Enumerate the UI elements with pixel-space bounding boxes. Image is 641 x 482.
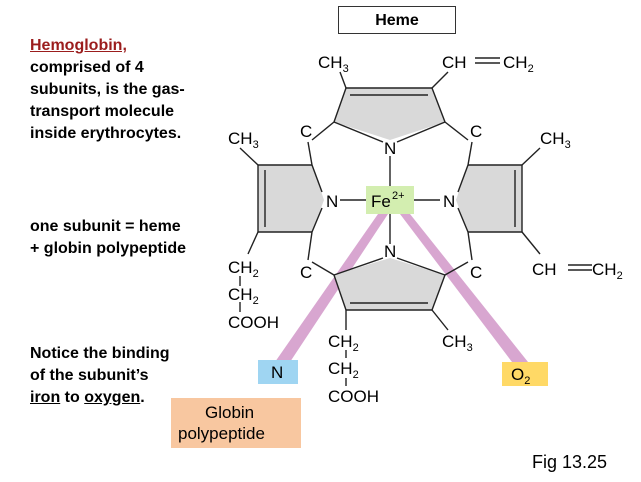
ch2-bottom-2: CH2	[328, 359, 359, 381]
ch3-top: CH3	[318, 53, 349, 75]
globin-n-label: N	[271, 363, 283, 382]
fe-label: Fe	[371, 192, 391, 211]
top-pyrrole-ring	[334, 88, 445, 140]
notice-binding-text: Notice the binding of the subunit’s iron…	[30, 343, 180, 409]
methine-bridges	[311, 121, 469, 276]
fe-charge: 2+	[392, 190, 405, 202]
o2-label: O2	[511, 365, 530, 387]
hemoglobin-description: Hemoglobin, comprised of 4 subunits, is …	[30, 35, 200, 145]
side-chain-bonds	[239, 57, 592, 386]
globin-label-line2: polypeptide	[178, 424, 265, 443]
bottom-ring-bonds	[333, 257, 449, 331]
right-pyrrole-ring	[456, 165, 522, 232]
n-right: N	[443, 192, 455, 211]
globin-n-box	[258, 360, 298, 384]
c-top-right: C	[470, 122, 482, 141]
n-fe-bonds	[340, 156, 440, 244]
notice-text-b: to	[60, 389, 85, 406]
globin-binding-line	[275, 214, 388, 362]
bottom-pyrrole-ring	[334, 258, 445, 310]
left-pyrrole-ring	[258, 165, 324, 232]
c-top-left: C	[300, 122, 312, 141]
globin-polypeptide-box	[171, 398, 301, 448]
ch2-left-1: CH2	[228, 258, 259, 280]
left-ring-bonds	[239, 141, 323, 261]
o2-box	[502, 362, 548, 386]
n-left: N	[326, 192, 338, 211]
cooh-bottom: COOH	[328, 387, 379, 406]
oxygen-term: oxygen	[84, 389, 141, 406]
heme-title-box: Heme	[338, 6, 456, 34]
notice-text-a: Notice the binding of the subunit’s	[30, 345, 170, 384]
ch2-left-2: CH2	[228, 285, 259, 307]
oxygen-binding-line	[400, 214, 528, 362]
c-bottom-left: C	[300, 263, 312, 282]
hemoglobin-description-text: comprised of 4 subunits, is the gas-tran…	[30, 59, 185, 142]
globin-label-line1: Globin	[205, 403, 254, 422]
vinyl-top-ch: CH	[442, 53, 467, 72]
vinyl-right-ch2: CH2	[592, 260, 623, 282]
fe-box	[366, 186, 414, 214]
top-ring-bonds	[333, 71, 449, 143]
hemoglobin-term: Hemoglobin,	[30, 37, 127, 54]
ch3-left: CH3	[228, 129, 259, 151]
n-top: N	[384, 139, 396, 158]
vinyl-top-ch2: CH2	[503, 53, 534, 75]
iron-term: iron	[30, 389, 61, 406]
ch3-bottom: CH3	[442, 332, 473, 354]
c-bottom-right: C	[470, 263, 482, 282]
vinyl-right-ch: CH	[532, 260, 557, 279]
right-ring-bonds	[457, 141, 541, 261]
cooh-left: COOH	[228, 313, 279, 332]
n-bottom: N	[384, 242, 396, 261]
ch3-right: CH3	[540, 129, 571, 151]
subunit-description: one subunit = heme + globin polypeptide	[30, 218, 186, 257]
notice-text-c: .	[140, 389, 145, 406]
ch2-bottom-1: CH2	[328, 332, 359, 354]
figure-number: Fig 13.25	[532, 452, 608, 472]
